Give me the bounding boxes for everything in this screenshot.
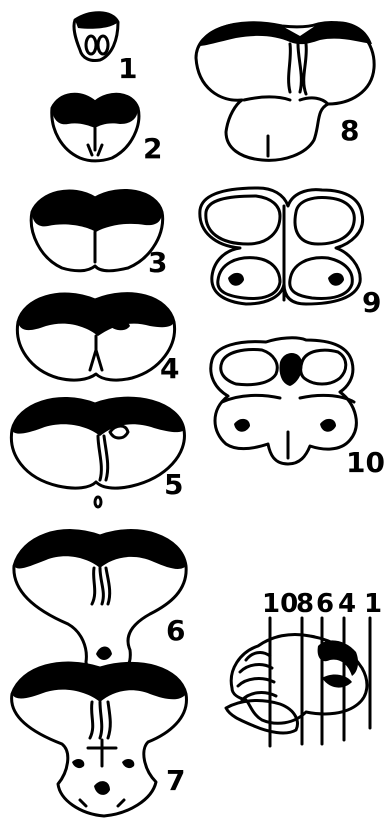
- level-label-10: 10: [262, 589, 298, 619]
- section-6-label: 6: [166, 614, 185, 647]
- section-9-label: 9: [362, 286, 381, 319]
- section-5: 5: [11, 398, 184, 507]
- section-4-label: 4: [160, 352, 179, 385]
- level-label-1: 1: [364, 589, 382, 619]
- section-1: 1: [74, 13, 138, 85]
- level-label-8: 8: [296, 589, 314, 619]
- level-label-6: 6: [316, 589, 334, 619]
- section-6: 6: [14, 531, 186, 679]
- section-7: 7: [12, 663, 187, 816]
- section-8: 8: [196, 21, 374, 160]
- section-7-label: 7: [166, 764, 185, 797]
- section-3: 3: [31, 190, 167, 279]
- section-3-label: 3: [148, 246, 167, 279]
- section-4: 4: [17, 294, 179, 385]
- section-10-label: 10: [346, 446, 385, 479]
- level-label-4: 4: [338, 589, 356, 619]
- section-2-label: 2: [143, 132, 162, 165]
- section-10: 10: [211, 338, 385, 479]
- section-8-label: 8: [340, 114, 359, 147]
- section-9: 9: [200, 188, 382, 319]
- section-5-label: 5: [164, 468, 183, 501]
- brain-lateral-inset: 10 8 6 4 1: [226, 589, 382, 746]
- section-1-label: 1: [118, 52, 137, 85]
- section-2: 2: [52, 94, 163, 165]
